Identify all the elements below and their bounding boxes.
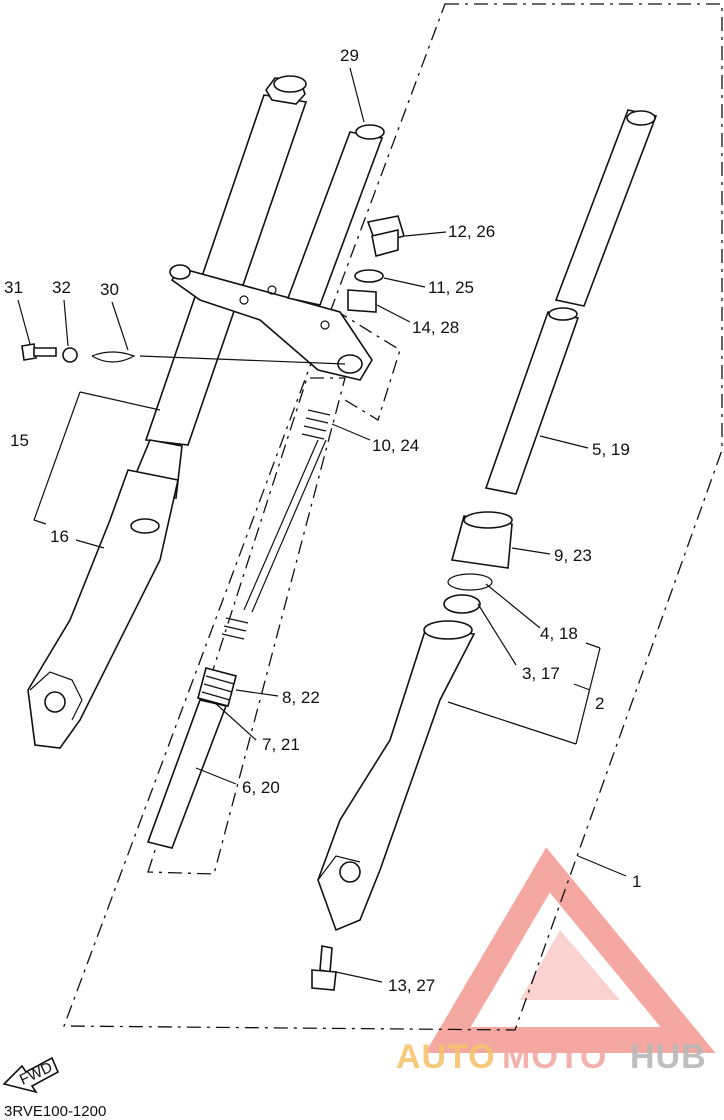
callout-15: 15 [10,431,29,450]
callout-13-27: 13, 27 [388,976,435,995]
leader-lines [17,67,627,983]
watermark-hub: HUB [630,1038,707,1076]
callout-6-20: 6, 20 [242,778,280,797]
cap-bolt [366,215,405,257]
dust-seal [450,511,513,569]
watermark-text: AUTO MOTO HUB [396,1038,707,1076]
callout-7-21: 7, 21 [262,735,300,754]
callout-10-24: 10, 24 [372,436,419,455]
callout-32: 32 [52,278,71,297]
fork-spring [221,409,331,640]
callout-31: 31 [4,278,23,297]
diagram-code: 3RVE100-1200 [4,1103,106,1120]
spacer [347,289,377,313]
oil-seal-clip [447,573,493,591]
o-ring [354,269,384,283]
under-bracket [169,264,373,381]
watermark-logo-icon [425,847,716,1053]
watermark-auto: AUTO [396,1038,496,1076]
callout-4-18: 4, 18 [540,624,578,643]
callout-3-17: 3, 17 [522,664,560,683]
bolt-31 [21,343,57,361]
callout-9-23: 9, 23 [554,546,592,565]
oil-seal [443,594,481,614]
bracket-group-outline [334,309,401,421]
callout-14-28: 14, 28 [412,318,459,337]
callout-29: 29 [340,46,359,65]
callout-8-22: 8, 22 [282,688,320,707]
circlip-30 [91,351,136,363]
callout-30: 30 [100,280,119,299]
watermark-moto: MOTO [502,1038,607,1076]
steering-stem [286,124,385,306]
callout-1: 1 [632,872,641,891]
callout-16: 16 [50,527,69,546]
callout-12-26: 12, 26 [448,222,495,241]
callout-11-25: 11, 25 [428,278,474,297]
washer-32 [62,347,78,363]
left-fork-assembly [27,75,308,749]
outer-tube [317,620,476,932]
damper-rod [146,667,237,849]
fwd-arrow-icon: FWD [2,1056,60,1094]
inner-tube [484,109,658,495]
callout-2: 2 [595,694,604,713]
inner-fork-group-outline [147,377,346,875]
drain-bolt [311,945,337,991]
callout-5-19: 5, 19 [592,440,630,459]
